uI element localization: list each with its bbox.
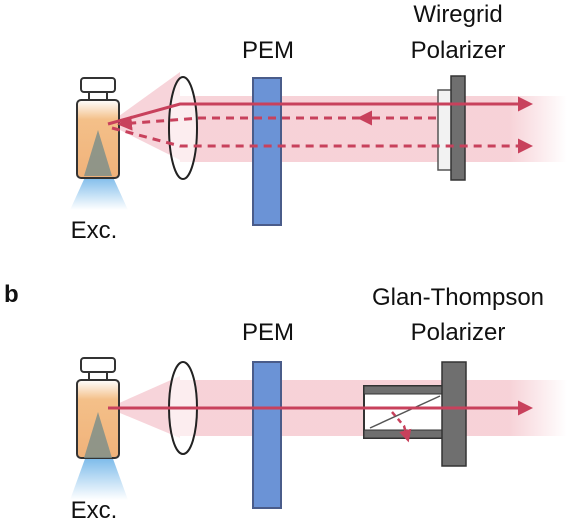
pem-label-a: PEM (242, 37, 294, 64)
wiregrid-plate (437, 89, 453, 171)
ray-rejected (391, 411, 412, 443)
polarizer-label-b-line2: Polarizer (411, 319, 506, 346)
ray-re-emitted (111, 126, 533, 154)
wiregrid-polarizer (450, 75, 466, 181)
ray-reflected-to-vial (117, 115, 360, 131)
excitation-label-a: Exc. (71, 217, 118, 244)
beam-cone (108, 72, 180, 160)
polarizer-label-a-line2: Polarizer (411, 37, 506, 64)
polarizer-label-b-line1: Glan-Thompson (372, 284, 544, 311)
pem-modulator (252, 361, 282, 509)
excitation-glow (70, 175, 128, 210)
excitation-glow (70, 456, 128, 500)
panel-b: b PEM Glan-Thompson Polarizer Exc. (4, 281, 567, 522)
panel-label-b: b (4, 281, 19, 308)
pem-label-b: PEM (242, 319, 294, 346)
sample-vial (70, 77, 128, 210)
excitation-label-b: Exc. (71, 497, 118, 522)
sample-vial (70, 357, 128, 500)
lens (168, 76, 198, 180)
prism-interface (369, 395, 441, 429)
pem-modulator (252, 77, 282, 226)
polarizer-label-a-line1: Wiregrid (413, 1, 502, 28)
collimated-beam (180, 96, 567, 162)
glan-thompson-polarizer (441, 361, 467, 467)
panel-a: PEM Wiregrid Polarizer Exc. (70, 1, 567, 244)
